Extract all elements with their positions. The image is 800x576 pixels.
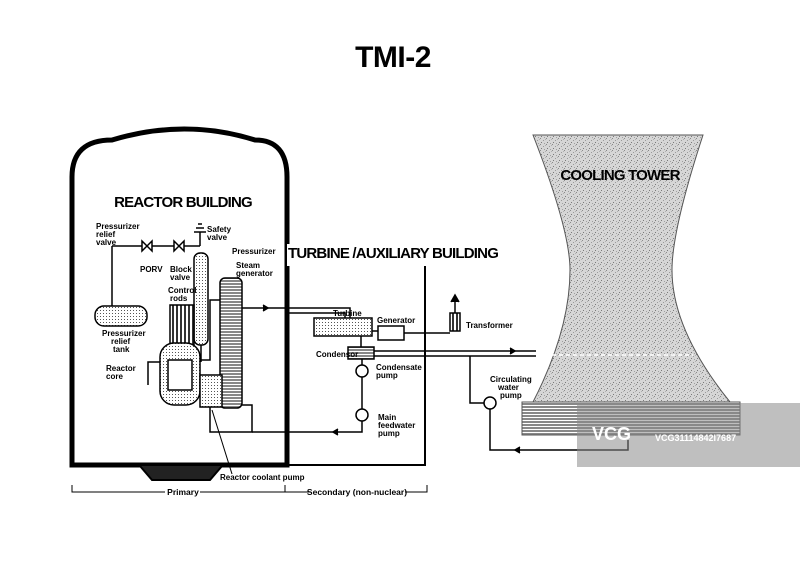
watermark-id: VCG31114842I7687 — [655, 433, 736, 443]
reactor-building — [69, 126, 290, 481]
label-block-valve: Block valve — [170, 265, 194, 282]
label-condensor: Condensor — [316, 350, 358, 359]
label-porv: PORV — [140, 265, 163, 274]
label-pressurizer-relief-tank: Pressurizer relief tank — [102, 329, 148, 354]
reactor-internals — [94, 223, 287, 433]
label-control-rods: Control rods — [168, 286, 199, 303]
turbine-building-label: TURBINE /AUXILIARY BUILDING — [288, 245, 498, 262]
cooling-tower-label: COOLING TOWER — [560, 167, 680, 184]
component-labels: Pressurizer relief valve Safety valve Pr… — [96, 222, 534, 482]
label-circulating-water-pump: Circulating water pump — [490, 375, 534, 400]
label-reactor-coolant-pump: Reactor coolant pump — [220, 473, 305, 482]
label-pressurizer: Pressurizer — [232, 247, 276, 256]
label-condensate-pump: Condensate pump — [376, 363, 424, 380]
label-safety-valve: Safety valve — [207, 225, 233, 242]
label-reactor-core: Reactor core — [106, 364, 138, 381]
reactor-building-label: REACTOR BUILDING — [114, 194, 252, 211]
diagram-title: TMI-2 — [355, 41, 431, 74]
watermark: VCG VCG31114842I7687 — [577, 403, 800, 467]
label-pressurizer-relief-valve: Pressurizer relief valve — [96, 222, 142, 247]
watermark-brand: VCG — [592, 424, 631, 444]
label-generator: Generator — [377, 316, 415, 325]
label-steam-generator: Steam generator — [236, 261, 273, 278]
label-main-feedwater-pump: Main feedwater pump — [378, 413, 418, 438]
label-turbine: Turbine — [333, 309, 362, 318]
primary-label: Primary — [167, 487, 199, 497]
secondary-label: Secondary (non-nuclear) — [307, 487, 407, 497]
secondary-piping — [262, 293, 629, 454]
label-transformer: Transformer — [466, 321, 513, 330]
footer-bracket — [71, 485, 428, 493]
